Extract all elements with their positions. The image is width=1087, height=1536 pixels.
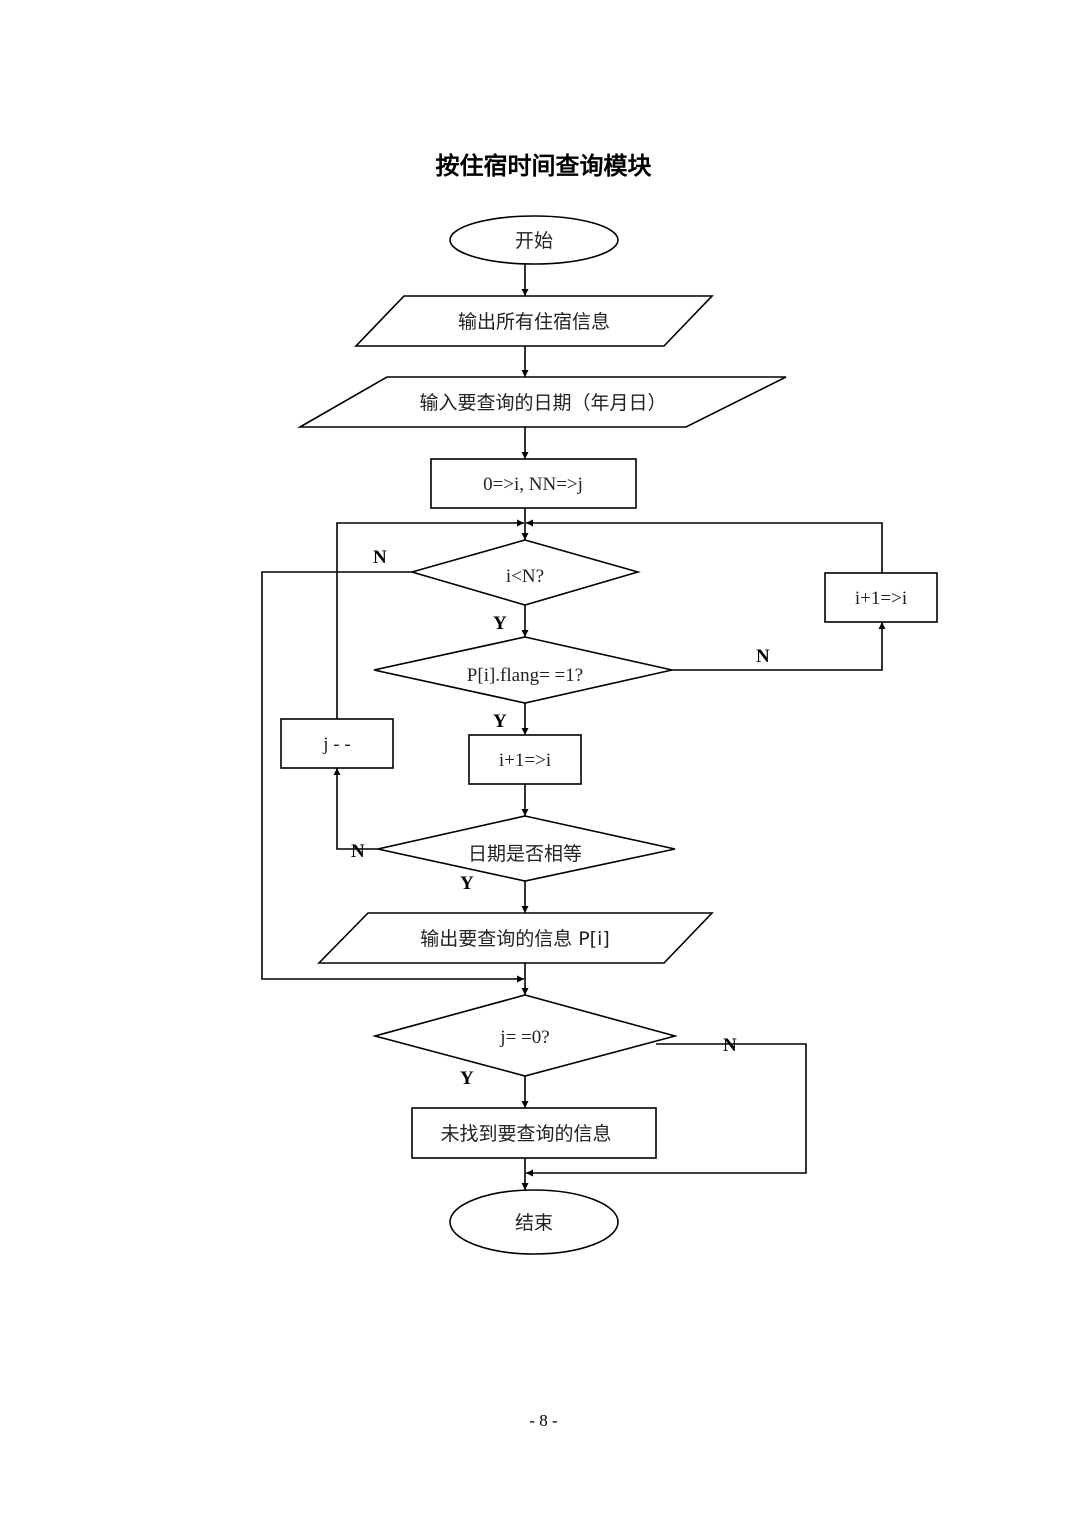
node-start-label: 开始: [515, 230, 553, 252]
node-j-decrement-label: j - -: [322, 734, 350, 755]
edge-jdec-back-to-loop: [336, 519, 524, 719]
node-incr-right: i+1=>i: [824, 572, 938, 623]
branch-label-flag-yes: Y: [493, 711, 507, 732]
edge-flag-no-to-incr: [672, 622, 886, 671]
node-start: 开始: [449, 215, 619, 265]
node-end: 结束: [449, 1189, 619, 1255]
node-cond-date-equal-label: 日期是否相等: [468, 843, 582, 865]
node-not-found-label: 未找到要查询的信息: [440, 1123, 611, 1145]
node-incr-mid: i+1=>i: [468, 734, 582, 785]
page-title: 按住宿时间查询模块: [435, 152, 652, 180]
node-init-label: 0=>i, NN=>j: [483, 474, 583, 495]
branch-label-flag-no: N: [756, 646, 770, 667]
node-not-found: 未找到要查询的信息: [411, 1107, 657, 1159]
node-output-all-label: 输出所有住宿信息: [458, 311, 610, 333]
page-number: - 8 -: [529, 1411, 558, 1430]
node-output-all: 输出所有住宿信息: [354, 295, 714, 347]
node-init: 0=>i, NN=>j: [430, 458, 637, 509]
node-incr-mid-label: i+1=>i: [499, 750, 551, 771]
node-cond-j-zero: j= =0?: [371, 994, 679, 1077]
branch-label-date-no: N: [351, 841, 365, 862]
branch-label-j-zero-yes: Y: [460, 1068, 474, 1089]
branch-label-date-yes: Y: [460, 873, 474, 894]
branch-label-i-lt-n-yes: Y: [493, 613, 507, 634]
node-cond-j-zero-label: j= =0?: [499, 1027, 549, 1048]
node-cond-i-lt-n-label: i<N?: [506, 566, 544, 587]
node-output-result-label: 输出要查询的信息 P[i]: [420, 928, 610, 950]
branch-label-i-lt-n-no: N: [373, 547, 387, 568]
node-input-date-label: 输入要查询的日期（年月日）: [419, 392, 666, 414]
branch-label-j-zero-no: N: [723, 1035, 737, 1056]
edge-jzero-no-to-end: [526, 1043, 807, 1177]
edge-date-no-to-jdec: [333, 768, 378, 850]
node-input-date: 输入要查询的日期（年月日）: [297, 376, 787, 428]
node-j-decrement: j - -: [280, 718, 394, 769]
node-cond-i-lt-n: i<N?: [409, 539, 641, 606]
node-cond-flag-label: P[i].flang= =1?: [467, 665, 583, 686]
node-cond-flag: P[i].flang= =1?: [373, 636, 673, 704]
node-end-label: 结束: [515, 1212, 553, 1234]
edge-incr-back-to-loop: [526, 519, 883, 573]
edge-ilt-no-bypass: [261, 571, 524, 983]
node-cond-date-equal: 日期是否相等: [377, 815, 676, 882]
node-incr-right-label: i+1=>i: [855, 588, 907, 609]
node-output-result: 输出要查询的信息 P[i]: [317, 912, 714, 964]
